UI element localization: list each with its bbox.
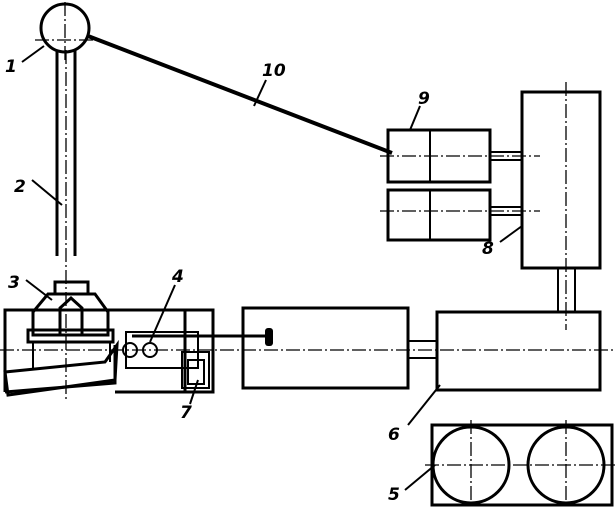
- motor-upper: [380, 128, 540, 184]
- label-9: 9: [418, 89, 430, 109]
- middle-unit: [241, 306, 437, 390]
- wheel-pair: [425, 420, 615, 507]
- label-8: 8: [482, 239, 494, 259]
- crosshead: [26, 280, 115, 368]
- motor-lower: [380, 188, 540, 242]
- label-4: 4: [171, 267, 184, 287]
- label-2: 2: [14, 177, 26, 197]
- control-valves: [122, 328, 273, 369]
- label-10: 10: [262, 61, 286, 81]
- label-3: 3: [8, 273, 20, 293]
- label-6: 6: [388, 425, 400, 445]
- gearbox: [520, 82, 602, 330]
- label-7: 7: [180, 403, 192, 423]
- leader-lines: [21, 45, 523, 491]
- column: [55, 50, 77, 400]
- head-pulley: [35, 2, 97, 60]
- label-5: 5: [388, 485, 400, 505]
- label-1: 1: [5, 57, 17, 77]
- main-unit: [435, 310, 602, 392]
- cable: [87, 34, 393, 155]
